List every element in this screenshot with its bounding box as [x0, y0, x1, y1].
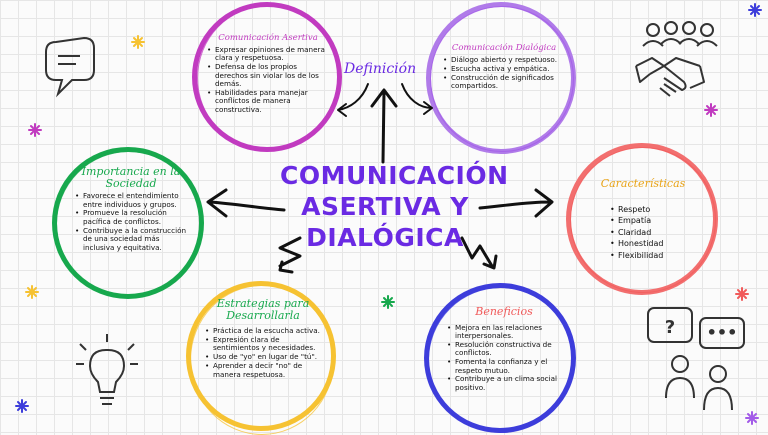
list-item: Escucha activa y empática. — [443, 64, 566, 74]
arrow-down-right — [460, 236, 498, 270]
asertiva-list: Expresar opiniones de manera clara y res… — [206, 45, 330, 114]
dialogica-title: Comunicación Dialógica — [451, 43, 557, 53]
arrow-left — [206, 188, 286, 218]
caracteristicas-list: Respeto Empatía Claridad Honestidad Flex… — [588, 204, 698, 261]
definition-label: Definición — [344, 61, 417, 77]
speech-bubble-icon — [45, 36, 95, 98]
caracteristicas-circle-outline — [570, 147, 716, 293]
asertiva-circle-outline — [197, 5, 339, 151]
list-item: Flexibilidad — [610, 250, 698, 261]
arrow-def-right — [401, 83, 433, 115]
list-item: Favorece el entendimiento entre individu… — [75, 191, 188, 209]
list-item: Contribuye a un clima social positivo. — [447, 375, 562, 392]
svg-text:?: ? — [665, 317, 675, 338]
list-item: Fomenta la confianza y el respeto mutuo. — [447, 358, 562, 375]
center-title-line-2: ASERTIVA Y — [301, 192, 469, 221]
list-item: Habilidades para manejar conflictos de m… — [207, 88, 330, 114]
importancia-list: Favorece el entendimiento entre individu… — [74, 191, 188, 252]
sparkle-icon — [15, 3, 762, 425]
arrow-down-left — [278, 236, 302, 274]
arrow-def-left — [337, 83, 369, 117]
list-item: Expresar opiniones de manera clara y res… — [207, 45, 330, 63]
list-item: Uso de "yo" en lugar de "tú". — [205, 352, 322, 362]
list-item: Diálogo abierto y respetuoso. — [443, 55, 566, 65]
list-item: Contribuye a la construcción de una soci… — [75, 226, 188, 252]
beneficios-list: Mejora en las relaciones interpersonales… — [446, 323, 562, 393]
list-item: Mejora en las relaciones interpersonales… — [447, 323, 562, 341]
list-item: Práctica de la escucha activa. — [205, 326, 322, 336]
importancia-title: Importancia en la Sociedad — [81, 165, 181, 190]
dialogica-node: Comunicación Dialógica Diálogo abierto y… — [442, 44, 566, 91]
importancia-node: Importancia en la Sociedad Favorece el e… — [74, 166, 188, 252]
list-item: Promueve la resolución pacífica de confl… — [75, 209, 188, 226]
importancia-circle-outline — [56, 151, 202, 297]
handshake-icon — [635, 57, 705, 97]
team-icon — [642, 21, 718, 47]
list-item: Respeto — [610, 204, 698, 215]
asertiva-title: Comunicación Asertiva — [218, 33, 318, 43]
caracteristicas-title: Características — [600, 177, 686, 190]
dialogica-list: Diálogo abierto y respetuoso. Escucha ac… — [442, 55, 566, 91]
lightbulb-icon — [76, 334, 138, 405]
asertiva-node: Comunicación Asertiva Expresar opiniones… — [206, 34, 330, 115]
beneficios-title: Beneficios — [475, 305, 533, 318]
estrategias-node: Estrategias para Desarrollarla Práctica … — [204, 298, 322, 380]
center-title-line-3: DIALÓGICA — [306, 223, 464, 252]
list-item: Aprender a decir "no" de manera respetuo… — [205, 362, 322, 379]
caracteristicas-node: Características Respeto Empatía Claridad… — [588, 178, 698, 261]
estrategias-title: Estrategias para Desarrollarla — [216, 297, 310, 322]
list-item: Expresión clara de sentimientos y necesi… — [205, 335, 322, 353]
beneficios-node: Beneficios Mejora en las relaciones inte… — [446, 306, 562, 393]
list-item: Honestidad — [610, 238, 698, 249]
list-item: Construcción de significados compartidos… — [443, 73, 566, 91]
arrow-up — [370, 88, 398, 164]
dialogica-circle-outline — [430, 6, 574, 152]
list-item: Resolución constructiva de conflictos. — [447, 340, 562, 358]
list-item: Defensa de los propios derechos sin viol… — [207, 62, 330, 88]
center-title: COMUNICACIÓN ASERTIVA Y DIALÓGICA — [280, 160, 509, 253]
list-item: Empatía — [610, 215, 698, 226]
arrow-right — [478, 188, 554, 218]
center-title-line-1: COMUNICACIÓN — [280, 161, 509, 190]
svg-text:•••: ••• — [707, 323, 738, 342]
estrategias-list: Práctica de la escucha activa. Expresión… — [204, 326, 322, 379]
chat-people-icon: ? ••• — [647, 307, 745, 411]
list-item: Claridad — [610, 227, 698, 238]
